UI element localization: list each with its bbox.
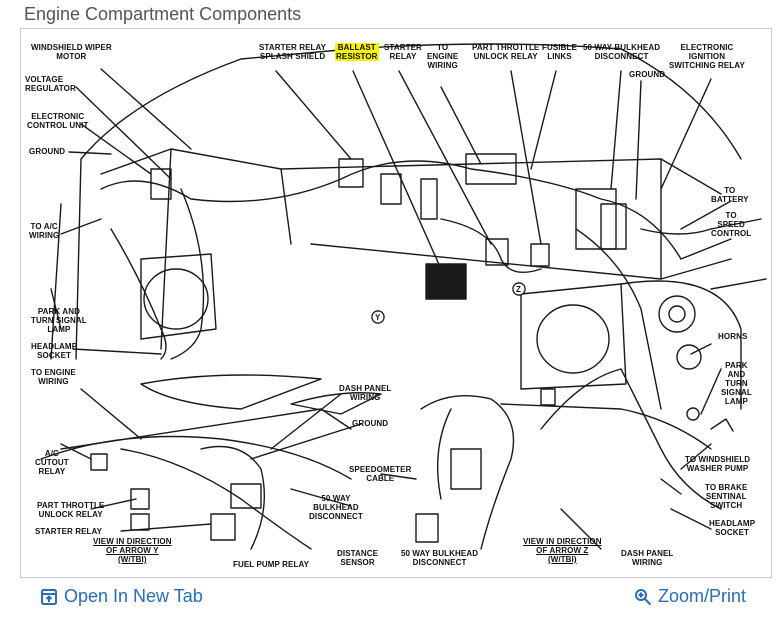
label-part-throttle-unlock-relay-top: PART THROTTLE UNLOCK RELAY [472,43,540,61]
label-windshield-wiper-motor: WINDSHIELD WIPER MOTOR [31,43,112,61]
label-fusible-links: FUSIBLE LINKS [542,43,577,61]
label-view-direction-arrow-z: VIEW IN DIRECTION OF ARROW Z (W/TBI) [523,537,602,564]
label-distance-sensor: DISTANCE SENSOR [337,549,379,567]
diagram-frame[interactable]: WINDSHIELD WIPER MOTOR STARTER RELAY SPL… [20,28,772,578]
label-ballast-resistor: BALLAST RESISTOR [335,43,379,61]
zoom-print-button[interactable]: Zoom/Print [634,586,746,607]
label-50-way-bulkhead-disconnect-middle: 50 WAY BULKHEAD DISCONNECT [309,494,363,521]
label-headlamp-socket-left: HEADLAMP SOCKET [31,342,78,360]
label-to-brake-sentinal-switch: TO BRAKE SENTINAL SWITCH [705,483,748,510]
marker-z: Z [516,285,521,294]
label-starter-relay-top: STARTER RELAY [384,43,422,61]
label-electronic-control-unit: ELECTRONIC CONTROL UNIT [27,112,89,130]
label-ground-middle: GROUND [352,419,389,428]
zoom-print-label: Zoom/Print [657,586,746,606]
label-ground-top-right: GROUND [629,70,666,79]
open-in-new-tab-icon [40,588,58,606]
label-ac-cutout-relay: A/C CUTOUT RELAY [35,449,69,476]
label-to-engine-wiring-top: TO ENGINE WIRING [427,43,459,70]
label-starter-relay-bottom: STARTER RELAY [35,527,103,536]
label-to-engine-wiring-bottom: TO ENGINE WIRING [31,368,76,386]
engine-compartment-diagram [40,43,767,550]
bottom-toolbar: Open In New Tab Zoom/Print [0,578,776,626]
label-voltage-regulator: VOLTAGE REGULATOR [25,75,76,93]
label-dash-panel-wiring-top: DASH PANEL WIRING [339,384,392,402]
label-to-windshield-washer-pump: TO WINDSHIELD WASHER PUMP [685,455,751,473]
label-park-turn-signal-lamp-left: PARK AND TURN SIGNAL LAMP [31,307,87,334]
label-50-way-bulkhead-disconnect-top: 50 WAY BULKHEAD DISCONNECT [583,43,661,61]
label-dash-panel-wiring-bottom: DASH PANEL WIRING [621,549,674,567]
label-speedometer-cable: SPEEDOMETER CABLE [349,465,412,483]
label-starter-relay-splash-shield: STARTER RELAY SPLASH SHIELD [259,43,327,61]
label-to-speed-control: TO SPEED CONTROL [711,211,752,238]
label-electronic-ignition-switching-relay: ELECTRONIC IGNITION SWITCHING RELAY [669,43,745,70]
open-in-new-tab-label: Open In New Tab [64,586,203,606]
label-park-turn-signal-lamp-right: PARK AND TURN SIGNAL LAMP [721,361,752,406]
label-view-direction-arrow-y: VIEW IN DIRECTION OF ARROW Y (W/TBI) [93,537,172,564]
label-headlamp-socket-right: HEADLAMP SOCKET [709,519,756,537]
label-ground-left: GROUND [29,147,66,156]
label-part-throttle-unlock-relay-bottom: PART THROTTLE UNLOCK RELAY [37,501,105,519]
zoom-magnifier-icon [634,588,652,606]
label-to-ac-wiring: TO A/C WIRING [29,222,60,240]
page-title: Engine Compartment Components [24,4,302,24]
label-fuel-pump-relay: FUEL PUMP RELAY [233,560,310,569]
label-to-battery: TO BATTERY [711,186,749,204]
label-50-way-bulkhead-disconnect-bottom: 50 WAY BULKHEAD DISCONNECT [401,549,479,567]
open-in-new-tab-button[interactable]: Open In New Tab [40,586,203,607]
label-horns: HORNS [718,332,748,341]
marker-y: Y [375,313,381,322]
